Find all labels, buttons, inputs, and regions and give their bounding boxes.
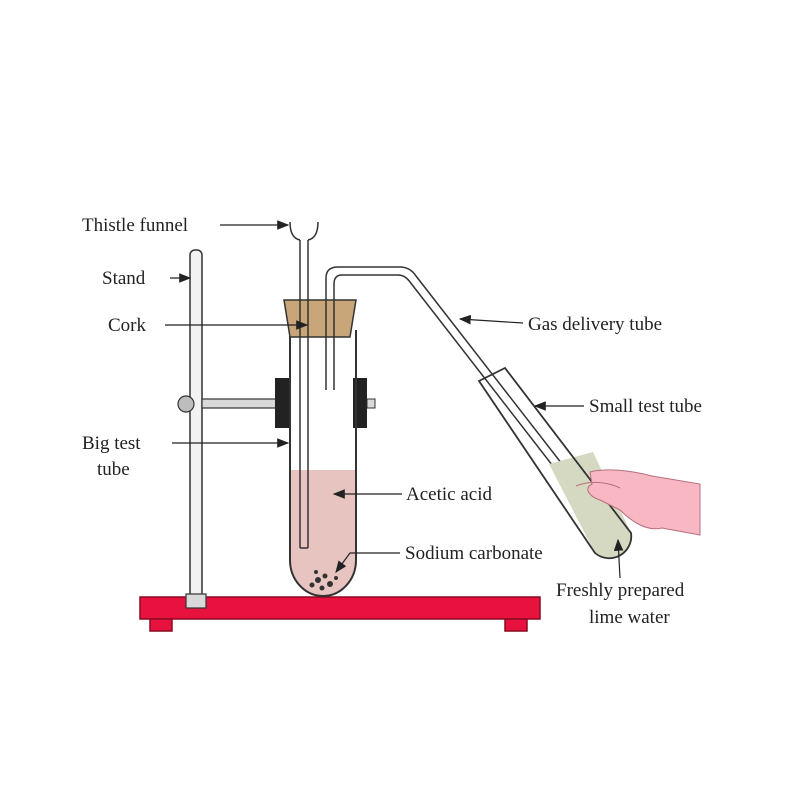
label-small-test-tube: Small test tube bbox=[589, 396, 702, 417]
label-big-test-tube-line1: Big test bbox=[82, 433, 141, 454]
label-sodium-carbonate: Sodium carbonate bbox=[405, 543, 543, 564]
sodium-carbonate-granules bbox=[309, 570, 338, 591]
label-acetic-acid: Acetic acid bbox=[406, 484, 492, 505]
label-cork: Cork bbox=[108, 315, 147, 336]
label-lime-water-line1: Freshly prepared bbox=[556, 580, 685, 601]
label-gas-delivery-tube: Gas delivery tube bbox=[528, 314, 662, 335]
small-test-tube bbox=[477, 366, 633, 560]
base-platform bbox=[139, 596, 541, 632]
label-big-test-tube-line2: tube bbox=[97, 459, 130, 480]
cork bbox=[283, 299, 357, 338]
label-thistle-funnel: Thistle funnel bbox=[82, 215, 188, 236]
label-stand: Stand bbox=[102, 268, 146, 289]
clamp bbox=[177, 378, 376, 428]
label-lime-water-line2: lime water bbox=[589, 607, 670, 628]
label-arrows bbox=[165, 220, 624, 579]
hand bbox=[575, 469, 701, 536]
stand-rod bbox=[185, 249, 207, 609]
gas-delivery-tube bbox=[325, 266, 577, 489]
thistle-funnel bbox=[289, 221, 319, 549]
